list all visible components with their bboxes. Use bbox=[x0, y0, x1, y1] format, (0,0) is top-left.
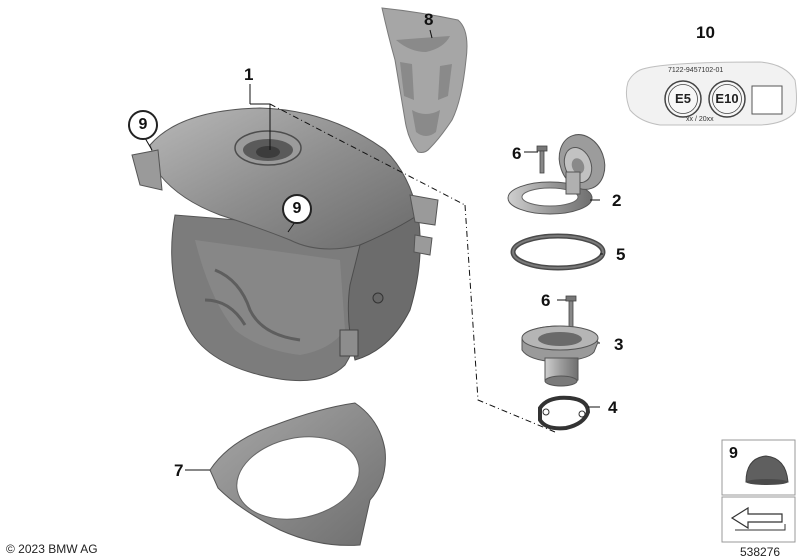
screw-upper bbox=[536, 145, 548, 174]
sticker-badge-e5: E5 bbox=[675, 91, 691, 106]
callout-1: 1 bbox=[244, 65, 254, 84]
fuel-label-sticker bbox=[625, 61, 797, 126]
callout-2: 2 bbox=[612, 191, 622, 210]
leader-lines bbox=[144, 29, 603, 471]
callout-7: 7 bbox=[174, 461, 184, 480]
callout-8: 8 bbox=[424, 10, 434, 29]
callout-5: 5 bbox=[616, 245, 626, 264]
callout-9-center: 9 bbox=[282, 194, 312, 224]
legend-item-9-number: 9 bbox=[729, 445, 738, 462]
callout-6-upper: 6 bbox=[512, 144, 522, 163]
filler-neck bbox=[521, 325, 599, 387]
sticker-date-code: xx / 20xx bbox=[686, 116, 714, 123]
diagram-id: 538276 bbox=[740, 545, 781, 559]
callout-6-lower: 6 bbox=[541, 291, 551, 310]
filler-cap bbox=[507, 134, 606, 215]
callout-3: 3 bbox=[614, 335, 624, 354]
tank-shroud bbox=[209, 402, 386, 546]
screw-lower bbox=[565, 295, 577, 328]
seal-ring bbox=[510, 233, 606, 271]
arrow-legend-box bbox=[721, 496, 796, 543]
sticker-badge-e10: E10 bbox=[715, 91, 739, 106]
gasket bbox=[538, 395, 591, 431]
arrow-icon bbox=[730, 506, 786, 531]
tank-pad bbox=[381, 7, 468, 153]
callout-4: 4 bbox=[608, 398, 618, 417]
callout-9-left: 9 bbox=[128, 110, 158, 140]
legend-item-9-box bbox=[721, 439, 796, 496]
copyright-text: © 2023 BMW AG bbox=[6, 542, 98, 556]
fuel-tank bbox=[131, 107, 439, 382]
callout-10: 10 bbox=[696, 23, 715, 42]
sticker-part-number: 7122-9457102-01 bbox=[668, 67, 724, 74]
